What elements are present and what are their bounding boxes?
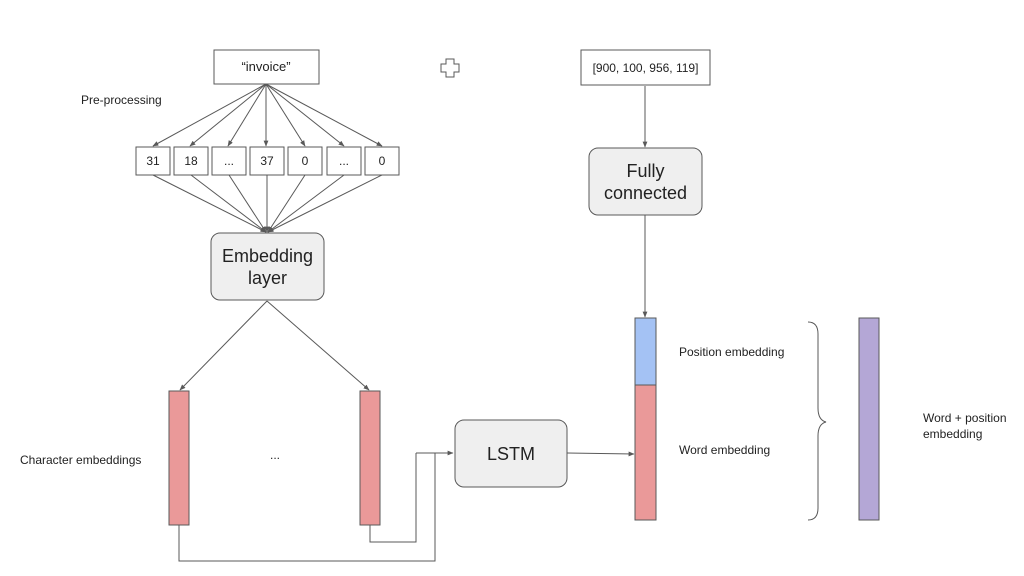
char-embedding-arrows	[179, 300, 370, 391]
char-index-5: 0	[302, 154, 309, 168]
preprocessing-label: Pre-processing	[81, 93, 162, 107]
char-index-3: ...	[224, 154, 234, 168]
combined-embedding-bar	[858, 317, 880, 521]
character-embeddings-label: Character embeddings	[20, 453, 141, 467]
lstm-output-arrow	[566, 451, 635, 457]
curly-brace	[807, 321, 827, 521]
fully-connected-label-line2: connected	[604, 183, 687, 203]
char-index-1: 31	[146, 154, 160, 168]
embedding-input-arrows	[152, 174, 383, 233]
char-index-6: ...	[339, 154, 349, 168]
embedding-layer-label-line2: layer	[248, 268, 287, 288]
embedding-layer-label-line1: Embedding	[222, 246, 313, 266]
combined-embedding-label-line2: embedding	[923, 427, 982, 441]
word-embedding-bar	[634, 384, 657, 521]
char-index-2: 18	[184, 154, 198, 168]
input-position-node: [900, 100, 956, 119]	[580, 49, 711, 86]
fully-connected-node: Fully connected	[588, 147, 703, 216]
position-embedding-label: Position embedding	[679, 345, 784, 359]
preprocessing-arrows	[152, 83, 383, 147]
lstm-node: LSTM	[454, 419, 568, 488]
lstm-label: LSTM	[487, 444, 535, 464]
char-index-row: 31 18 ... 37 0 ... 0	[135, 146, 400, 176]
plus-icon	[440, 58, 460, 78]
char-index-7: 0	[379, 154, 386, 168]
word-embedding-label: Word embedding	[679, 443, 770, 457]
input-position-text: [900, 100, 956, 119]	[593, 61, 699, 75]
char-index-4: 37	[260, 154, 274, 168]
fully-connected-label-line1: Fully	[626, 161, 664, 181]
embedding-layer-node: Embedding layer	[210, 232, 325, 301]
char-embedding-ellipsis: ...	[270, 448, 280, 462]
lstm-input-connectors	[178, 450, 454, 562]
combined-embedding-label-line1: Word + position	[923, 411, 1007, 425]
position-embedding-bar	[634, 317, 657, 386]
char-embedding-bar-last	[359, 390, 381, 526]
char-embedding-bar-first	[168, 390, 190, 526]
input-word-node: “invoice”	[213, 49, 320, 85]
input-word-text: “invoice”	[241, 59, 290, 74]
